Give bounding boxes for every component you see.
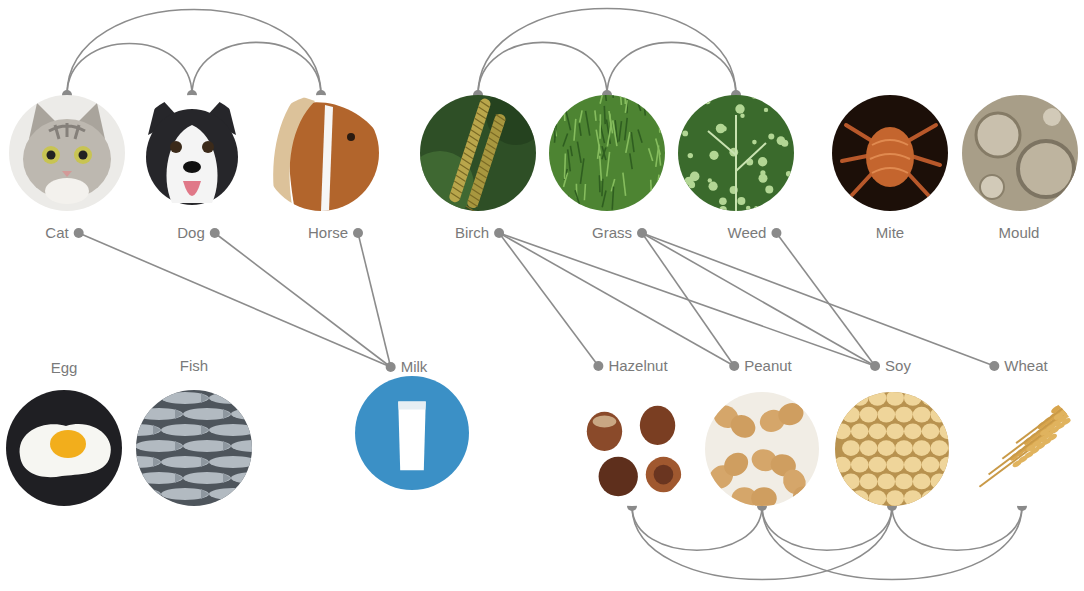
cross-reactivity-link: [642, 233, 734, 366]
allergen-illustration: [263, 95, 379, 211]
allergen-node: Egg: [6, 357, 122, 506]
allergen-node: Dog: [134, 95, 250, 244]
cross-reactivity-link: [632, 506, 762, 550]
cross-reactivity-link: [478, 9, 736, 95]
allergen-label: Mould: [999, 224, 1040, 242]
allergen-illustration: [134, 95, 250, 211]
cross-reactivity-link: [762, 506, 892, 550]
cross-reactivity-link: [478, 42, 607, 95]
allergen-label: Peanut: [744, 357, 792, 375]
connector-dot: [989, 361, 999, 371]
cross-reactivity-link: [762, 506, 1022, 580]
allergen-node: Peanut: [705, 355, 819, 506]
connector-dot: [771, 228, 781, 238]
allergen-picture: [962, 95, 1078, 211]
allergen-picture: [9, 95, 125, 211]
allergen-picture: [575, 392, 689, 506]
allergen-label: Dog: [177, 224, 205, 242]
allergen-picture: [6, 390, 122, 506]
allergen-illustration: [678, 95, 794, 211]
allergen-label: Weed: [728, 224, 767, 242]
allergen-illustration: [6, 390, 122, 506]
connector-dot: [729, 361, 739, 371]
cross-reactivity-link: [499, 233, 734, 366]
allergen-picture: [355, 376, 469, 490]
allergen-label: Soy: [885, 357, 911, 375]
allergen-node: Mite: [832, 95, 948, 244]
connector-dot: [870, 361, 880, 371]
cross-reactivity-link: [79, 233, 391, 367]
allergen-node: Wheat: [965, 355, 1079, 506]
allergen-label: Grass: [592, 224, 632, 242]
cross-reactivity-link: [215, 233, 391, 367]
connector-dot: [353, 228, 363, 238]
cross-reactivity-link: [642, 233, 994, 366]
allergen-node: Birch: [420, 95, 536, 244]
allergen-illustration: [575, 392, 689, 506]
allergen-illustration: [136, 390, 252, 506]
allergen-picture: [136, 390, 252, 506]
allergen-node: Cat: [9, 95, 125, 244]
allergen-illustration: [965, 392, 1079, 506]
cross-reactivity-link: [607, 42, 736, 95]
allergen-illustration: [705, 392, 819, 506]
cross-reactivity-link: [67, 10, 321, 95]
allergen-label: Hazelnut: [608, 357, 667, 375]
allergen-illustration: [420, 95, 536, 211]
connector-dot: [494, 228, 504, 238]
allergen-node: Hazelnut: [575, 355, 689, 506]
allergen-picture: [263, 95, 379, 211]
allergen-node: Grass: [549, 95, 665, 244]
allergen-label: Egg: [51, 359, 78, 377]
allergen-node: Mould: [962, 95, 1078, 244]
allergen-illustration: [835, 392, 949, 506]
cross-reactivity-link: [192, 42, 321, 95]
allergen-label: Birch: [455, 224, 489, 242]
allergen-illustration: [549, 95, 665, 211]
connector-dot: [386, 362, 396, 372]
allergen-node: Soy: [835, 355, 949, 506]
allergen-picture: [420, 95, 536, 211]
cross-reactivity-link: [67, 43, 192, 95]
connector-dot: [593, 361, 603, 371]
allergen-picture: [705, 392, 819, 506]
cross-reactivity-link: [358, 233, 391, 367]
allergen-illustration: [832, 95, 948, 211]
allergen-node: Weed: [678, 95, 794, 244]
allergen-illustration: [355, 376, 469, 490]
allergen-label: Mite: [876, 224, 904, 242]
connector-dot: [637, 228, 647, 238]
allergen-node: Fish: [136, 355, 252, 506]
allergen-picture: [832, 95, 948, 211]
cross-reactivity-link: [776, 233, 875, 366]
allergen-label: Wheat: [1004, 357, 1047, 375]
allergen-label: Fish: [180, 357, 208, 375]
cross-reactivity-link: [632, 506, 892, 580]
allergen-label: Cat: [45, 224, 68, 242]
allergen-picture: [835, 392, 949, 506]
cross-reactivity-link: [499, 233, 598, 366]
allergen-illustration: [962, 95, 1078, 211]
allergen-node: Milk: [355, 356, 469, 490]
connector-dot: [74, 228, 84, 238]
allergen-label: Milk: [401, 358, 428, 376]
cross-reactivity-link: [892, 506, 1022, 550]
allergen-illustration: [9, 95, 125, 211]
allergen-picture: [134, 95, 250, 211]
allergen-picture: [549, 95, 665, 211]
allergen-label: Horse: [308, 224, 348, 242]
allergen-node: Horse: [263, 95, 379, 244]
allergen-picture: [678, 95, 794, 211]
connector-dot: [210, 228, 220, 238]
allergen-picture: [965, 392, 1079, 506]
cross-reactivity-link: [642, 233, 875, 366]
